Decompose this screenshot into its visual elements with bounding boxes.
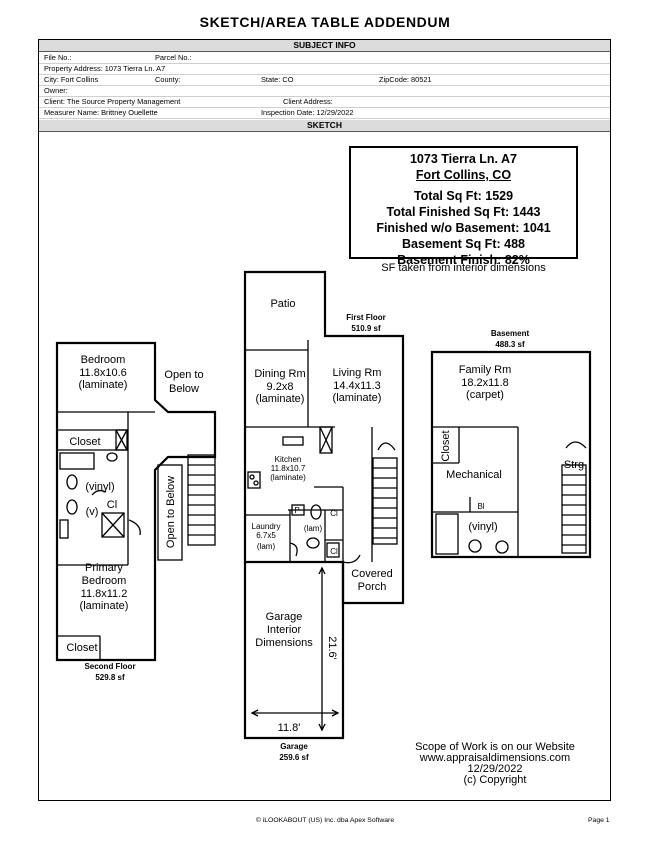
- cl-label-first: Cl: [330, 509, 338, 518]
- porch-label: Covered: [351, 568, 393, 580]
- bi-label: Bl: [477, 502, 484, 511]
- info-row-city: City: Fort Collins County: State: CO Zip…: [39, 74, 610, 86]
- addendum-frame: [38, 39, 611, 801]
- second-floor-name: Second Floor: [84, 662, 135, 671]
- state: State: CO: [261, 75, 294, 84]
- family-label: Family Rm: [459, 364, 512, 376]
- summary-finished: Total Finished Sq Ft: 1443: [386, 205, 541, 219]
- open-below-label: Open to: [164, 369, 203, 381]
- open-below-label-2: Below: [169, 383, 199, 395]
- primary-dims: 11.8x11.2: [81, 588, 128, 600]
- vinyl-label-basement: (vinyl): [468, 521, 497, 533]
- basement-outline: [430, 350, 592, 559]
- footer-page: Page 1: [588, 817, 610, 824]
- summary-city: Fort Collins, CO: [415, 168, 512, 182]
- living-floor: (laminate): [333, 392, 382, 404]
- garage-area: 259.6 sf: [279, 753, 309, 762]
- sketch-header: SKETCH: [39, 120, 610, 132]
- info-row-owner: Owner:: [39, 85, 610, 97]
- dining-floor: (laminate): [256, 393, 305, 405]
- document-title: SKETCH/AREA TABLE ADDENDUM: [199, 14, 451, 30]
- mechanical-label: Mechanical: [446, 469, 502, 481]
- garage-label-3: Dimensions: [255, 637, 313, 649]
- garage-label-2: Interior: [267, 624, 302, 636]
- bedroom-floor: (laminate): [79, 379, 128, 391]
- porch-label-2: Porch: [358, 581, 387, 593]
- summary-address: 1073 Tierra Ln. A7: [409, 152, 517, 166]
- first-floor-name: First Floor: [346, 313, 386, 322]
- scope-copyright: (c) Copyright: [463, 774, 527, 786]
- scope-line-1: Scope of Work is on our Website: [415, 741, 575, 753]
- pantry-label: P: [294, 506, 299, 515]
- closet-label-basement: Closet: [440, 430, 452, 461]
- primary-label-2: Bedroom: [82, 575, 127, 587]
- scope-website: www.appraisaldimensions.com: [419, 752, 571, 764]
- living-label: Living Rm: [333, 367, 382, 379]
- info-row-address: Property Address: 1073 Tierra Ln. A7: [39, 63, 610, 75]
- living-dims: 14.4x11.3: [333, 380, 381, 392]
- client: Client: The Source Property Management: [44, 97, 181, 106]
- first-floor-outline: [243, 270, 405, 605]
- bedroom-dims: 11.8x10.6: [79, 367, 127, 379]
- half-bath-floor: (lam): [304, 524, 323, 533]
- family-dims: 18.2x11.8: [461, 377, 509, 389]
- garage-label: Garage: [266, 611, 303, 623]
- footer-company: © iLOOKABOUT (US) Inc. dba Apex Software: [255, 817, 395, 824]
- summary-basement-finish: Basement Finish: 82%: [397, 253, 530, 267]
- primary-floor: (laminate): [80, 600, 129, 612]
- owner: Owner:: [44, 86, 68, 95]
- area-summary-box: 1073 Tierra Ln. A7 Fort Collins, CO Tota…: [349, 146, 578, 267]
- garage-outline: [243, 562, 345, 740]
- info-row-file: File No.: Parcel No.:: [39, 52, 610, 64]
- patio-label: Patio: [270, 298, 295, 310]
- county: County:: [155, 75, 181, 84]
- laundry-dims: 6.7x5: [256, 531, 276, 540]
- basement-name: Basement: [491, 329, 530, 338]
- subject-info-header: SUBJECT INFO: [39, 40, 610, 52]
- client-address: Client Address:: [283, 97, 333, 106]
- summary-total: Total Sq Ft: 1529: [413, 189, 514, 203]
- summary-wo-basement: Finished w/o Basement: 1041: [376, 221, 551, 235]
- cl-label-upper: Cl: [107, 499, 117, 511]
- vinyl-label-upper: (vinyl): [85, 481, 114, 493]
- v-label: (v): [86, 506, 99, 518]
- scope-date: 12/29/2022: [467, 763, 523, 775]
- inspection-date: Inspection Date: 12/29/2022: [261, 108, 354, 117]
- kitchen-dims: 11.8x10.7: [271, 464, 306, 473]
- kitchen-label: Kitchen: [275, 455, 302, 464]
- measurer: Measurer Name: Brittney Ouellette: [44, 108, 158, 117]
- laundry-label: Laundry: [252, 522, 281, 531]
- second-floor-area: 529.8 sf: [95, 673, 125, 682]
- first-floor-area: 510.9 sf: [351, 324, 381, 333]
- info-row-client: Client: The Source Property Management C…: [39, 96, 610, 108]
- open-below-vertical: Open to Below: [165, 476, 177, 548]
- property-address: Property Address: 1073 Tierra Ln. A7: [44, 64, 166, 73]
- zip: ZipCode: 80521: [379, 75, 432, 84]
- dining-dims: 9.2x8: [267, 381, 294, 393]
- sf-note: SF taken from interior dimensions: [381, 262, 546, 274]
- file-no: File No.:: [44, 53, 72, 62]
- basement-area: 488.3 sf: [495, 340, 525, 349]
- primary-label: Primary: [85, 562, 123, 574]
- scope-of-work: Scope of Work is on our Website www.appr…: [395, 742, 595, 786]
- laundry-floor: (lam): [257, 542, 276, 551]
- bedroom-label: Bedroom: [81, 354, 126, 366]
- garage-length: 21.6': [326, 636, 338, 660]
- closet-label-lower: Closet: [66, 642, 97, 654]
- storage-label: Strg: [564, 459, 584, 471]
- parcel-no: Parcel No.:: [155, 53, 192, 62]
- garage-name: Garage: [280, 742, 308, 751]
- closet-label-upper: Closet: [69, 436, 100, 448]
- garage-width: 11.8': [278, 722, 301, 734]
- info-row-measurer: Measurer Name: Brittney Ouellette Inspec…: [39, 107, 610, 119]
- dining-label: Dining Rm: [254, 368, 305, 380]
- summary-basement-sqft: Basement Sq Ft: 488: [402, 237, 525, 251]
- city: City: Fort Collins: [44, 75, 99, 84]
- family-floor: (carpet): [466, 389, 504, 401]
- kitchen-floor: (laminate): [270, 473, 306, 482]
- cl-label-first-2: Cl: [330, 547, 338, 556]
